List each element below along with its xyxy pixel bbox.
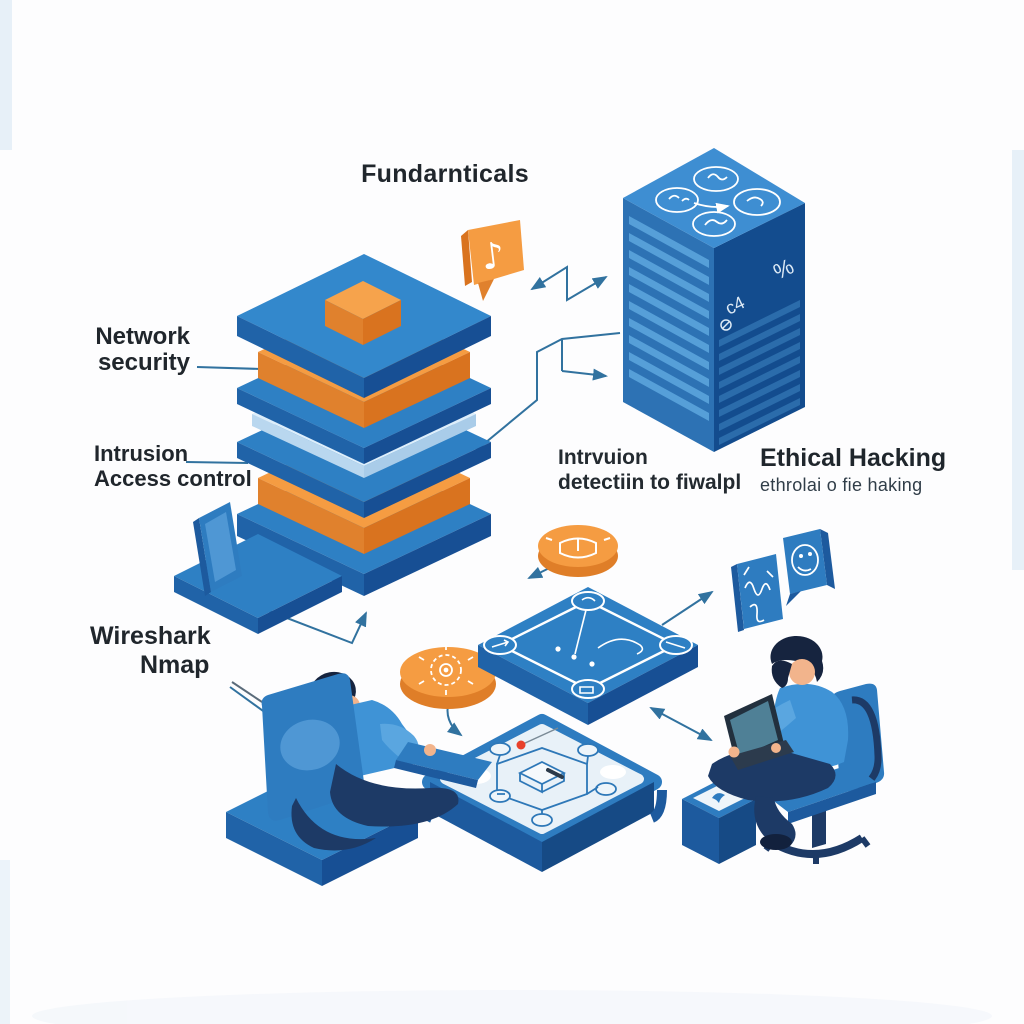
pen-doodle	[546, 768, 564, 779]
desk-panel	[396, 742, 492, 780]
label-ethical-hacking: Ethical Hacking ethrolai o fie haking	[760, 444, 946, 496]
label-tools: Wireshark Nmap	[90, 622, 211, 680]
analyst-hand	[424, 744, 436, 756]
orange-cube-icon	[325, 281, 401, 345]
staple-connector	[461, 332, 621, 463]
label-access-control: Access control	[94, 465, 252, 491]
hacker-shoe	[760, 834, 792, 850]
label-intrusion-detection-line1: Intrvuion	[558, 446, 648, 469]
hacker-hand-right	[771, 743, 781, 753]
title: Fundarnticals	[361, 160, 529, 188]
server-tower: % c4	[623, 148, 805, 452]
platform-tile-arrow	[661, 590, 714, 626]
label-line-network-security	[196, 366, 262, 370]
music-note-bubble-icon: ♪	[461, 220, 524, 301]
tower-left-vents	[629, 216, 709, 421]
tower-top-doodles	[655, 166, 781, 237]
chair-column	[812, 808, 826, 848]
hacker-head	[789, 659, 815, 685]
label-intrusion-access: Intrusion Access control	[94, 441, 252, 491]
hacker-on-chair	[708, 635, 885, 864]
gear-coin-icon	[400, 645, 496, 709]
tower-right-vents	[719, 300, 800, 445]
layered-security-stack	[237, 254, 491, 596]
label-network-security: Network security	[52, 323, 190, 377]
hacker-hair	[770, 635, 824, 682]
skull-tile-icon	[783, 529, 835, 606]
monitor-stand	[291, 798, 376, 851]
laptop-icon	[174, 502, 342, 634]
network-doodles	[491, 596, 686, 694]
label-intrusion-detection-line2: detectiin to fiwalpl	[558, 470, 742, 494]
label-nmap: Nmap	[140, 650, 210, 679]
hexagon-network	[489, 742, 617, 827]
label-line-intrusion	[185, 461, 249, 464]
label-network-security-line2: security	[97, 349, 190, 377]
hacker-torso	[773, 683, 849, 769]
monitor-highlight	[280, 719, 340, 771]
label-wireshark: Wireshark	[90, 622, 211, 650]
label-intrusion: Intrusion	[94, 441, 189, 466]
analyst-at-monitor	[226, 671, 492, 886]
label-ethical-hacking-subtitle: ethrolai o fie haking	[760, 475, 923, 495]
label-network-security-line1: Network	[95, 323, 190, 350]
platform-person-double-arrow	[649, 707, 713, 741]
hexagon-pin-platform	[417, 714, 667, 872]
red-pin-icon	[516, 727, 559, 750]
monitor-antenna	[231, 681, 263, 703]
waveform-tile-icon	[731, 554, 783, 632]
zigzag-double-arrow	[530, 265, 608, 302]
staple-arrow	[561, 368, 608, 381]
network-map-platform	[478, 587, 698, 725]
music-note-glyph: ♪	[479, 235, 507, 278]
hacker-hand-left	[728, 746, 740, 758]
storage-cube-icon	[682, 780, 756, 864]
label-ethical-hacking-title: Ethical Hacking	[760, 444, 947, 472]
label-intrusion-detection: Intrvuion detectiin to fiwalpl	[558, 446, 741, 496]
book-coin-icon	[538, 525, 618, 577]
analyst-legs	[330, 764, 459, 827]
